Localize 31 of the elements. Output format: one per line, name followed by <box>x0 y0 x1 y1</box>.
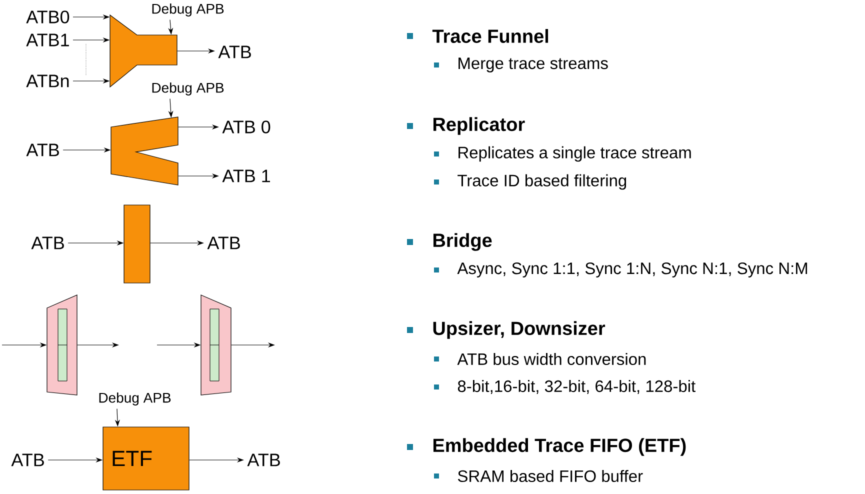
heading: Bridge <box>433 233 492 251</box>
signal-label: ATB 0 <box>222 120 270 134</box>
bullet-text: Async, Sync 1:1, Sync 1:N, Sync N:1, Sync N:M <box>457 262 808 278</box>
bullet-text: ATB bus width conversion <box>457 352 646 366</box>
signal-label: ATB <box>218 46 251 58</box>
bullet-text: 8-bit,16-bit, 32-bit, 64-bit, 128-bit <box>458 380 696 394</box>
signal-label: Debug APB <box>152 3 224 17</box>
bullet-text: Trace ID based filtering <box>458 174 626 190</box>
signal-label: ATB0 <box>26 10 70 24</box>
signal-label: ATB <box>31 236 64 250</box>
replicator-shape <box>110 116 178 186</box>
signal-label: ATB <box>247 454 280 466</box>
bullet-text: Merge trace streams <box>458 58 608 72</box>
signal-label: ATB <box>207 236 240 250</box>
size-converter-shape <box>46 294 78 396</box>
signal-label: ATB <box>26 144 59 156</box>
bullet-text: SRAM based FIFO buffer <box>458 470 643 482</box>
heading: Trace Funnel <box>432 29 548 43</box>
bridge-bar <box>124 204 150 284</box>
signal-label: ATB 1 <box>222 170 270 182</box>
heading: Embedded Trace FIFO (ETF) <box>433 438 686 456</box>
signal-label: Debug APB <box>99 392 171 406</box>
signal-label: ATBn <box>26 74 69 88</box>
heading: Replicator <box>433 117 525 135</box>
etf-box: ETF <box>102 426 190 490</box>
signal-label: ATB <box>11 454 44 466</box>
signal-label: ATB1 <box>26 34 69 46</box>
heading: Upsizer, Downsizer <box>433 321 606 339</box>
size-converter-shape <box>200 294 232 396</box>
bullet-text: Replicates a single trace stream <box>458 146 691 162</box>
signal-label: Debug APB <box>152 82 224 96</box>
